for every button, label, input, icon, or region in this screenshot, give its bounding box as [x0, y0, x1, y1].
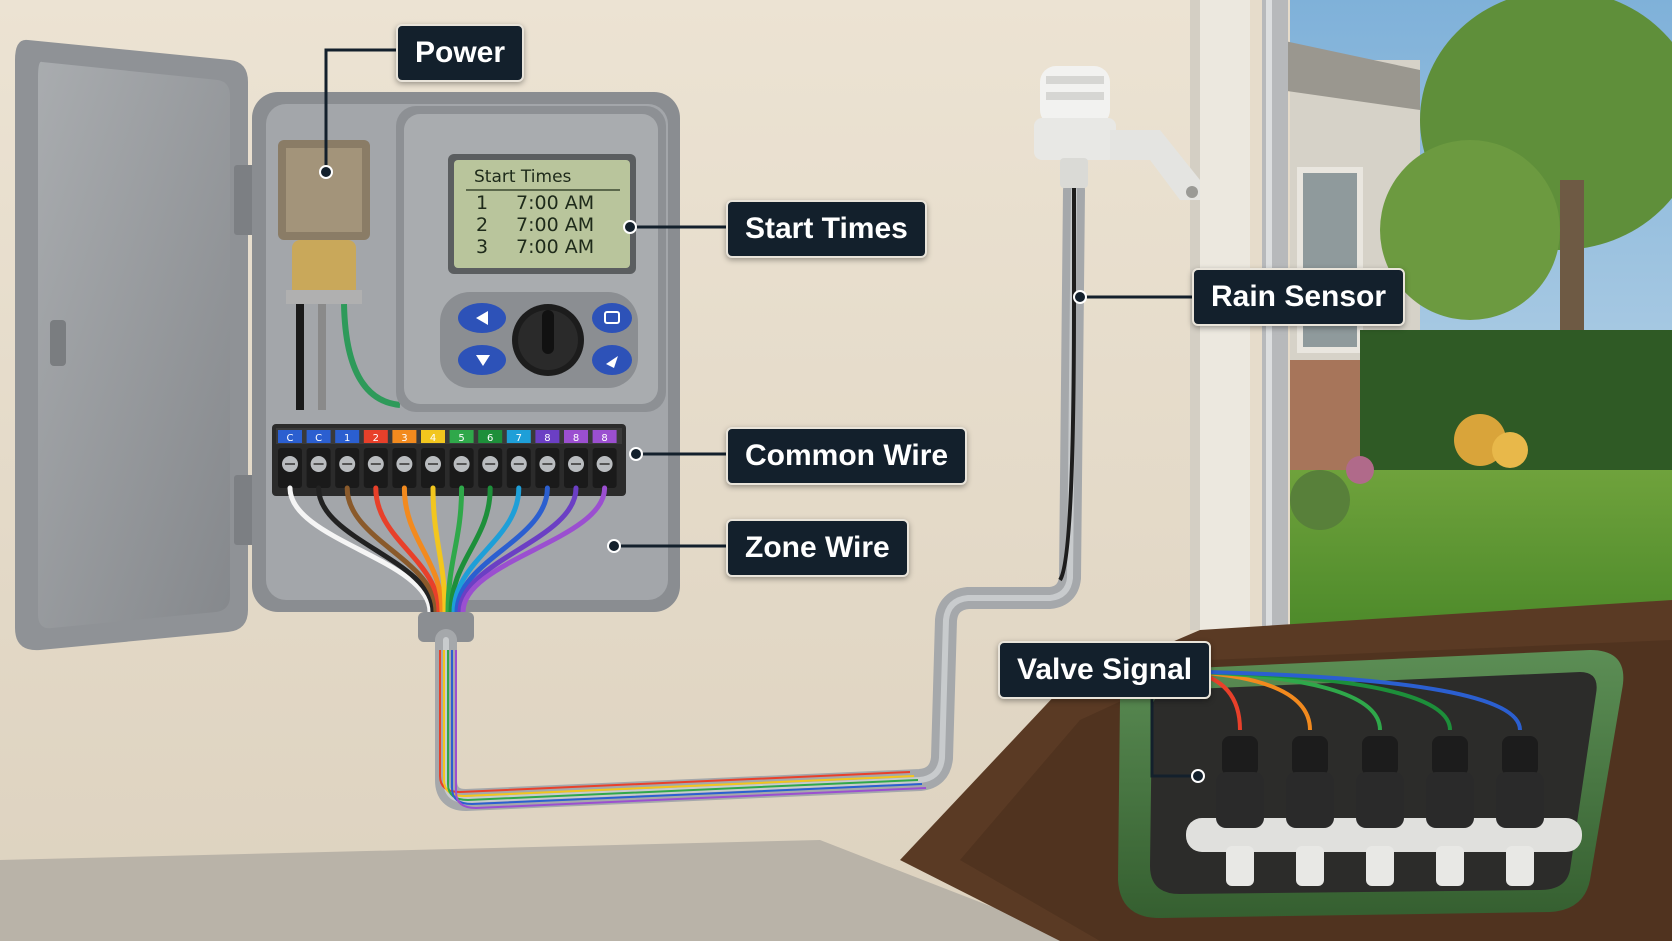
conduit: [418, 179, 1085, 811]
panel-controls: [440, 292, 638, 388]
zone-wire: [457, 485, 579, 615]
rain-sensor-callout: Rain Sensor: [1192, 268, 1406, 326]
zone-wire: [401, 485, 445, 615]
terminal-label: C: [287, 433, 294, 444]
lcd-display: Start Times 1 7:00 AM 2 7:00 AM 3 7:00 A…: [448, 154, 636, 274]
display-row-time: 7:00 AM: [516, 192, 594, 214]
zone-wire: [445, 485, 465, 615]
valve-wire: [1205, 670, 1522, 731]
terminal-tag: [278, 430, 302, 443]
common-wire-callout: Common Wire: [726, 427, 968, 485]
valve-body: [1286, 772, 1334, 828]
display-row-number: 2: [476, 214, 488, 236]
terminal-label: 1: [344, 433, 350, 444]
start-times-callout: Start Times: [726, 200, 927, 258]
valve-outlet-pipe: [1226, 846, 1254, 886]
valve-signal-leader: [1150, 692, 1198, 778]
terminal-tag: [306, 430, 331, 443]
terminal-label: 6: [487, 433, 493, 444]
terminal-tag: [392, 430, 417, 443]
zone-wire: [316, 485, 436, 615]
zone-wire-bundle: [287, 485, 608, 615]
power-callout: Power: [396, 24, 525, 82]
terminal-label: 4: [430, 433, 436, 444]
terminal-tag: [335, 430, 360, 443]
valve-outlet-pipe: [1296, 846, 1324, 886]
terminal-tag: [478, 430, 503, 443]
valve-body: [1496, 772, 1544, 828]
solenoid: [1292, 736, 1328, 776]
terminal-tag: [564, 430, 588, 443]
terminal-tag: [506, 430, 531, 443]
zone-wire: [448, 485, 493, 615]
zone-wire: [287, 485, 433, 615]
terminal-label: 8: [544, 433, 550, 444]
zone-wire-callout: Zone Wire: [726, 519, 909, 577]
valve-outlet-pipe: [1366, 846, 1394, 886]
zone-wire: [430, 485, 448, 615]
valve-signal-callout: Valve Signal: [998, 641, 1212, 699]
down-arrow-icon: [476, 355, 490, 366]
display-header: Start Times: [474, 167, 572, 187]
run-program-button[interactable]: [592, 303, 632, 333]
back-arrow-icon: [476, 311, 488, 325]
solenoid: [1502, 736, 1538, 776]
terminal-tag: [449, 430, 474, 443]
solenoid: [1362, 736, 1398, 776]
terminal-strip: C C 1 2 3 4 5 6 7 8 8 8: [272, 424, 626, 496]
terminal-label: 7: [516, 433, 522, 444]
zone-wire: [344, 485, 439, 615]
solenoid: [1222, 736, 1258, 776]
display-row-time: 7:00 AM: [516, 214, 594, 236]
solenoid: [1432, 736, 1468, 776]
zone-wire: [451, 485, 522, 615]
display-row-number: 1: [476, 192, 488, 214]
valve-outlet-pipe: [1436, 846, 1464, 886]
valve-box: [1118, 650, 1624, 918]
display-row-number: 3: [476, 236, 488, 258]
valve-body: [1216, 772, 1264, 828]
sprinkler-icon: [604, 311, 620, 324]
terminal-tag: [421, 430, 445, 443]
terminal-tag: [592, 430, 617, 443]
concrete-walkway: [0, 840, 1080, 941]
terminal-label: 2: [373, 433, 379, 444]
terminal-label: C: [315, 433, 322, 444]
power-transformer: [278, 140, 401, 410]
valve-body: [1426, 772, 1474, 828]
terminal-label: 8: [601, 433, 607, 444]
water-drop-icon: [606, 356, 618, 368]
display-row-time: 7:00 AM: [516, 236, 594, 258]
controller-door: [15, 39, 256, 651]
power-leader: [324, 48, 398, 172]
terminal-tag: [535, 430, 560, 443]
zone-wire: [454, 485, 550, 615]
callout-leader-lines: [319, 48, 1205, 783]
terminal-tag: [363, 430, 388, 443]
terminal-label: 5: [458, 433, 464, 444]
terminal-label: 8: [573, 433, 579, 444]
valve-outlet-pipe: [1506, 846, 1534, 886]
terminal-label: 3: [401, 433, 407, 444]
valve-body: [1356, 772, 1404, 828]
zone-wire: [460, 485, 608, 615]
zone-wire: [373, 485, 442, 615]
rain-sensor: [1034, 66, 1200, 582]
